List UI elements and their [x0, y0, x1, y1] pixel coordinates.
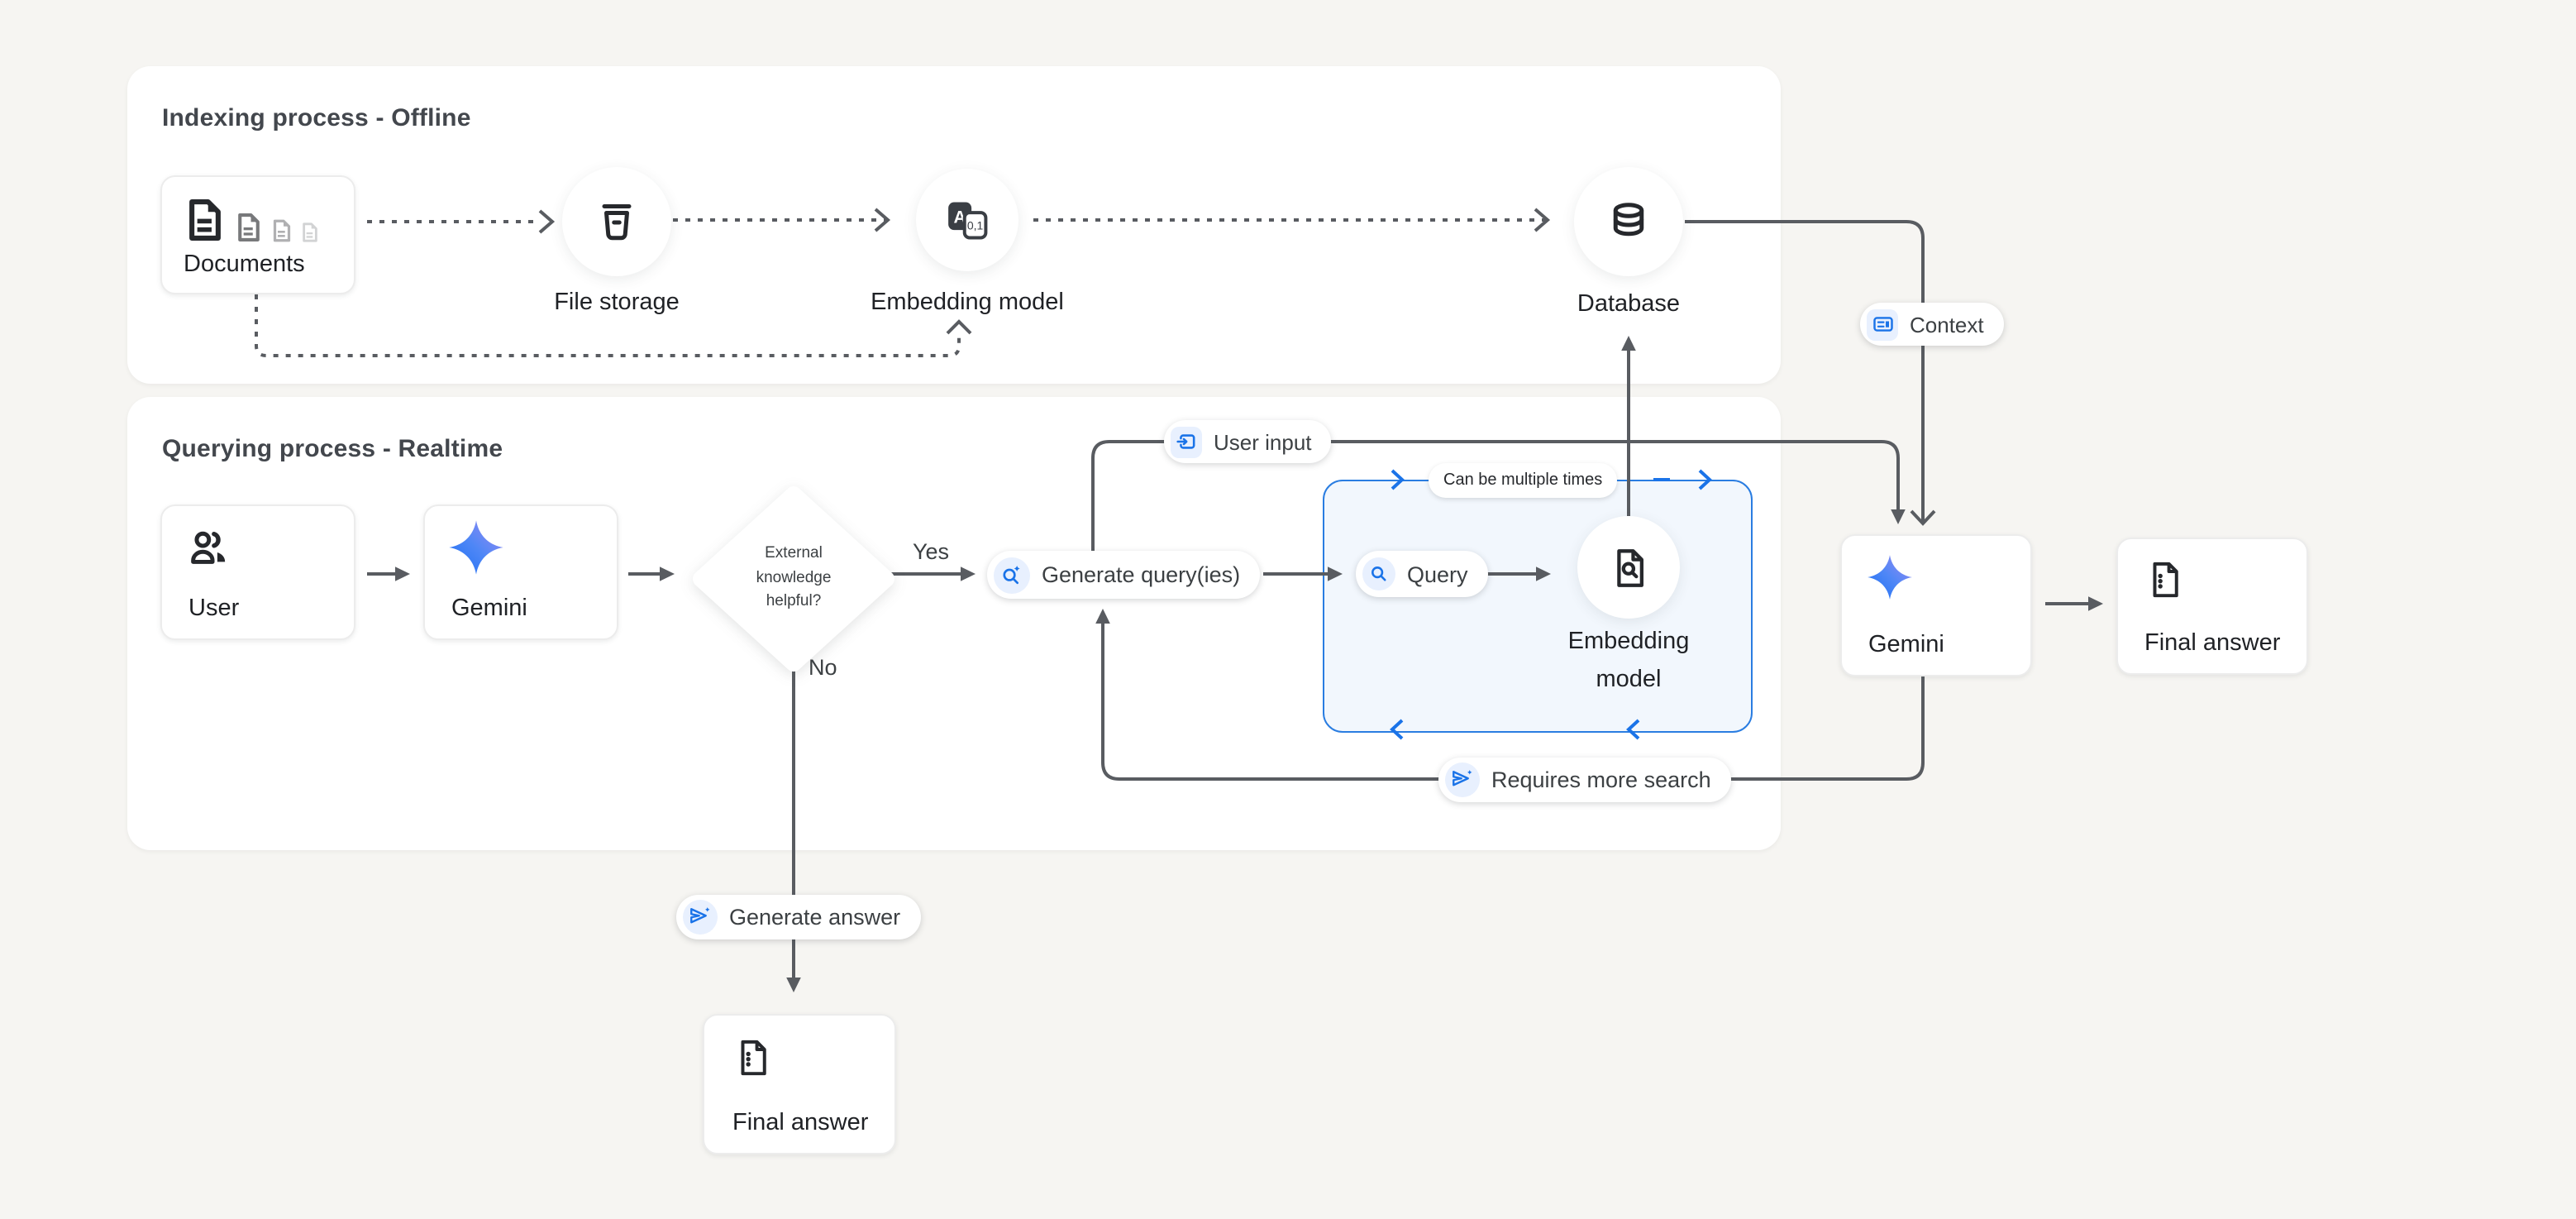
svg-text:0,1: 0,1 [967, 218, 984, 232]
retrieval-loop-box [1323, 480, 1753, 733]
indexing-panel-title: Indexing process - Offline [162, 104, 471, 132]
documents-icon [182, 194, 321, 243]
gemini-label: Gemini [451, 595, 527, 622]
database-icon [1613, 203, 1644, 237]
gemini-card: Gemini [423, 504, 618, 640]
documents-card: Documents [160, 175, 355, 294]
file-storage-node [562, 167, 671, 276]
user-card: User [160, 504, 355, 640]
context-badge: Context [1860, 303, 2004, 346]
line-user-input [1091, 440, 1900, 551]
documents-label: Documents [184, 251, 305, 278]
querying-panel-title: Querying process - Realtime [162, 435, 503, 463]
embedding-model-query-label-1: Embedding [1567, 629, 1690, 655]
file-storage-label: File storage [554, 289, 680, 316]
final-answer-card: Final answer [2116, 538, 2308, 675]
generate-queries-pill: Generate query(ies) [987, 551, 1261, 599]
can-multiple-pill: Can be multiple times [1429, 463, 1618, 498]
search-icon [1362, 557, 1395, 590]
generate-answer-pill: Generate answer [676, 895, 921, 939]
search-spark-icon [994, 557, 1030, 593]
loop-chevron-bottom-1 [1390, 719, 1404, 740]
file-search-icon [1616, 548, 1643, 586]
loop-chevron-top-2 [1698, 469, 1712, 490]
send-spark-icon [683, 900, 718, 935]
context-label: Context [1910, 312, 1984, 337]
embedding-model-node: A 0,1 [916, 169, 1018, 271]
user-label: User [188, 595, 240, 622]
generate-answer-label: Generate answer [729, 905, 901, 930]
yes-label: Yes [913, 539, 950, 564]
gemini-output-card: Gemini [1840, 534, 2032, 676]
send-spark-icon [1445, 762, 1480, 797]
user-input-badge: User input [1164, 420, 1332, 463]
loop-chevron-top-1 [1391, 469, 1405, 490]
users-icon [191, 531, 226, 564]
query-pill: Query [1356, 551, 1488, 597]
gemini-star-icon [1868, 555, 1912, 600]
requires-more-search-label: Requires more search [1491, 767, 1711, 792]
decision-diamond: External knowledge helpful? [689, 483, 898, 675]
database-node [1574, 167, 1683, 276]
loop-chevron-bottom-2 [1626, 719, 1640, 740]
gemini-output-label: Gemini [1868, 632, 1944, 658]
embedding-model-label: Embedding model [871, 289, 1064, 316]
gemini-star-icon [449, 520, 503, 575]
file-list-icon [741, 1040, 766, 1076]
no-label: No [809, 655, 837, 680]
line-context [1685, 220, 1925, 521]
bucket-icon [602, 204, 632, 241]
file-list-icon [2153, 562, 2178, 598]
decision-text: External knowledge helpful? [756, 544, 832, 611]
input-icon [1171, 426, 1202, 457]
final-answer-bottom-label: Final answer [732, 1110, 869, 1136]
final-answer-bottom-card: Final answer [703, 1014, 896, 1154]
embedding-model-query-label-2: model [1596, 667, 1662, 693]
article-icon [1867, 308, 1898, 340]
generate-queries-label: Generate query(ies) [1042, 562, 1241, 587]
final-answer-label: Final answer [2144, 630, 2281, 657]
query-label: Query [1407, 562, 1468, 586]
user-input-label: User input [1214, 429, 1312, 454]
embedding-model-query-node [1577, 516, 1680, 619]
translate-icon: A 0,1 [948, 202, 988, 240]
requires-more-search-pill: Requires more search [1438, 758, 1731, 802]
database-label: Database [1577, 291, 1681, 318]
